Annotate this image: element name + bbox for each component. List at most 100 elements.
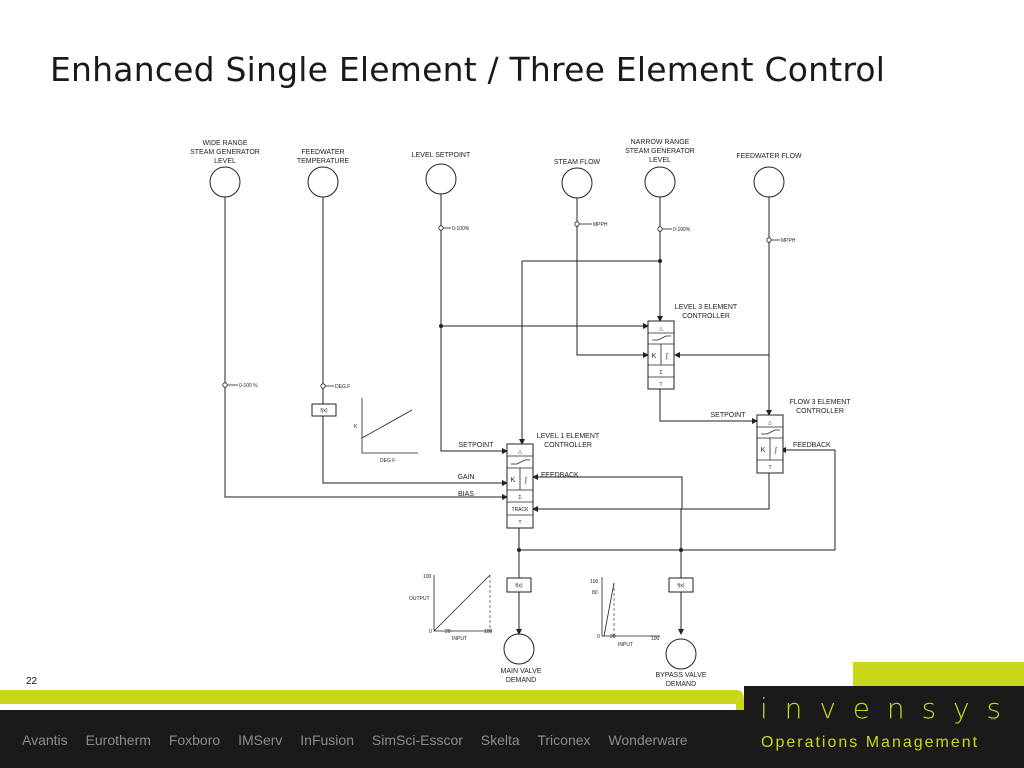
invensys-logo: i n v e n s y s [760,692,1006,725]
svg-text:△: △ [768,420,772,426]
trademark-mark: TM [990,716,996,721]
svg-text:Σ: Σ [518,495,521,501]
svg-text:BYPASS VALVE: BYPASS VALVE [656,672,707,679]
flow-3-element-controller: FLOW 3 ELEMENT CONTROLLER △ K ∫ T [756,399,851,474]
fx-block-temperature: f(x) [311,403,337,417]
svg-text:LEVEL 1 ELEMENT: LEVEL 1 ELEMENT [537,433,600,440]
input-feedwater-temperature: FEEDWATER TEMPERATURE [297,149,350,198]
svg-text:20: 20 [610,634,616,640]
svg-text:DEMAND: DEMAND [666,681,696,688]
svg-text:LEVEL SETPOINT: LEVEL SETPOINT [412,152,471,159]
svg-text:SETPOINT: SETPOINT [710,412,746,419]
brand-item: IMServ [238,732,283,748]
signal-wires [224,194,836,634]
svg-text:STEAM GENERATOR: STEAM GENERATOR [625,148,695,155]
svg-text:△: △ [518,449,522,455]
svg-text:MAIN VALVE: MAIN VALVE [501,668,542,675]
page-title: Enhanced Single Element / Three Element … [50,50,886,89]
svg-text:20: 20 [445,629,451,635]
svg-text:STEAM GENERATOR: STEAM GENERATOR [190,149,260,156]
brand-item: Avantis [22,732,68,748]
fx-block-main-valve: f(x) [506,577,532,593]
svg-text:△: △ [659,326,663,332]
svg-text:Σ: Σ [659,370,662,376]
logo-tagline: Operations Management [761,734,980,751]
input-feedwater-flow: FEEDWATER FLOW [736,153,802,198]
svg-text:DEMAND: DEMAND [506,677,536,684]
svg-text:100: 100 [651,636,660,642]
svg-text:f(x): f(x) [677,583,685,589]
svg-text:0-100%: 0-100% [673,227,691,233]
svg-text:80: 80 [592,590,598,596]
input-level-setpoint: LEVEL SETPOINT [412,152,471,195]
brand-item: SimSci-Esscor [371,732,463,748]
svg-text:MPPH: MPPH [781,238,796,244]
page-number: 22 [26,676,38,687]
svg-text:FEEDBACK: FEEDBACK [541,472,579,479]
svg-text:CONTROLLER: CONTROLLER [544,442,592,449]
junction-dots [439,259,683,552]
svg-text:K: K [354,424,358,430]
svg-text:DEG F: DEG F [380,458,395,464]
svg-text:SETPOINT: SETPOINT [458,442,494,449]
svg-text:CONTROLLER: CONTROLLER [796,408,844,415]
brand-list: Avantis Eurotherm Foxboro IMServ InFusio… [22,732,702,748]
fx-block-bypass-valve: f(x) [668,577,694,593]
svg-text:OUTPUT: OUTPUT [409,596,430,602]
svg-text:K: K [652,353,657,360]
svg-text:T: T [518,520,521,526]
svg-text:LEVEL: LEVEL [214,158,236,165]
signal-labels: SETPOINT FEEDBACK SETPOINT FEEDBACK GAIN… [457,412,831,498]
output-bypass-valve-demand: BYPASS VALVE DEMAND [656,638,707,688]
svg-text:LEVEL: LEVEL [649,157,671,164]
svg-text:T: T [659,382,662,388]
input-narrow-range-level: NARROW RANGE STEAM GENERATOR LEVEL [625,139,695,198]
svg-text:f(x): f(x) [320,408,328,414]
svg-text:MPPH: MPPH [593,222,608,228]
svg-text:DEG.F: DEG.F [335,384,350,390]
svg-text:TRACK: TRACK [512,507,530,513]
svg-text:FEEDWATER FLOW: FEEDWATER FLOW [736,153,802,160]
svg-text:LEVEL 3 ELEMENT: LEVEL 3 ELEMENT [675,304,738,311]
svg-text:K: K [511,477,516,484]
svg-text:0-100%: 0-100% [452,226,470,232]
svg-text:T: T [768,465,771,471]
svg-text:CONTROLLER: CONTROLLER [682,313,730,320]
svg-text:FEEDWATER: FEEDWATER [301,149,344,156]
bypass-valve-characteristic-chart: 100 80 0 20 100 INPUT [590,577,660,648]
input-steam-flow: STEAM FLOW [554,159,601,199]
brand-item: Foxboro [168,732,221,748]
brand-item: Triconex [537,732,591,748]
main-valve-characteristic-chart: 100 OUTPUT 0 20 100 INPUT [409,574,493,642]
output-main-valve-demand: MAIN VALVE DEMAND [501,633,542,684]
brand-item: Skelta [480,732,520,748]
svg-text:100: 100 [423,574,432,580]
svg-text:STEAM FLOW: STEAM FLOW [554,159,601,166]
svg-text:GAIN: GAIN [457,474,474,481]
svg-text:0: 0 [429,629,432,635]
brand-item: Wonderware [608,732,688,748]
range-taps: 0-100% MPPH 0-100% MPPH 0-100 % DEG.F [222,221,796,390]
gain-characteristic-chart: K DEG F [354,398,418,464]
svg-text:TEMPERATURE: TEMPERATURE [297,158,350,165]
svg-text:BIAS: BIAS [458,491,474,498]
svg-text:FLOW 3 ELEMENT: FLOW 3 ELEMENT [789,399,851,406]
svg-text:NARROW RANGE: NARROW RANGE [631,139,690,146]
svg-text:WIDE RANGE: WIDE RANGE [202,140,247,147]
svg-text:INPUT: INPUT [618,642,633,648]
input-wide-range-level: WIDE RANGE STEAM GENERATOR LEVEL [190,140,260,198]
svg-text:∫: ∫ [524,477,528,484]
brand-item: Eurotherm [85,732,151,748]
svg-text:K: K [761,447,766,454]
svg-text:∫: ∫ [665,353,669,360]
svg-text:100: 100 [484,629,493,635]
footer-accent-stripes [0,662,1024,720]
level-1-element-controller: LEVEL 1 ELEMENT CONTROLLER △ K ∫ Σ TRACK… [506,433,600,529]
svg-text:0: 0 [597,634,600,640]
svg-text:∫: ∫ [774,447,778,454]
svg-text:f(x): f(x) [515,583,523,589]
level-3-element-controller: LEVEL 3 ELEMENT CONTROLLER △ K ∫ Σ T [647,304,738,390]
svg-text:INPUT: INPUT [452,636,467,642]
svg-text:FEEDBACK: FEEDBACK [793,442,831,449]
